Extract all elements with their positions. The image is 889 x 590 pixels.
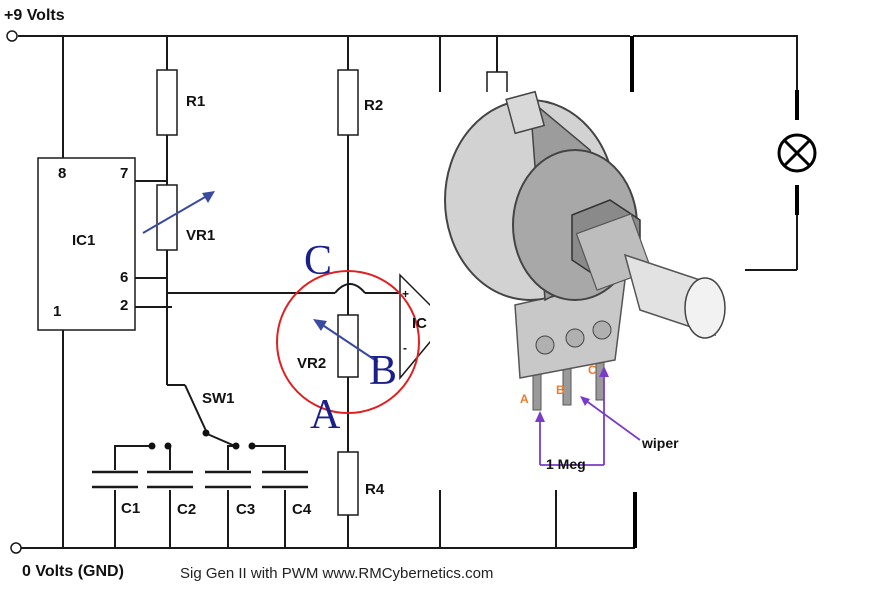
wiper-label: wiper [641,435,679,451]
c1-label: C1 [121,500,140,517]
pin-2-label: 2 [120,297,128,314]
sw1-label: SW1 [202,390,235,407]
r4-resistor [337,451,359,516]
vr2-resistor [337,314,359,378]
vr1-arrow [142,192,213,234]
annotation-c: C [304,238,332,284]
opamp-plus-label: + [402,287,409,301]
ic1-body [37,157,136,331]
vr2-highlight-circle [276,270,420,414]
thick-wire-segments [630,36,799,548]
ic1-label: IC1 [72,232,95,249]
pin-6-label: 6 [120,269,128,286]
pin-7-label: 7 [120,165,128,182]
potentiometer-illustration [430,90,726,490]
pin-8-label: 8 [58,165,66,182]
pin-1-label: 1 [53,303,61,320]
c3-label: C3 [236,501,255,518]
vr2-arrow [317,321,379,363]
r2-label: R2 [364,97,383,114]
switch-contacts [148,429,256,450]
vr1-resistor [156,184,178,251]
pot-pin-a-label: A [520,392,529,406]
supply-terminal-top [6,30,18,42]
resistance-label: 1 Meg [546,456,586,472]
c2-label: C2 [177,501,196,518]
c4-label: C4 [292,501,312,518]
supply-top-label: +9 Volts [4,7,65,24]
annotation-a: A [310,392,341,438]
supply-bottom-label: 0 Volts (GND) [22,563,124,580]
pot-pin-c-label: C [588,363,597,377]
annotation-b: B [369,348,397,394]
pot-pin-b-label: B [556,383,565,397]
opamp-minus-label: - [403,341,407,355]
supply-terminal-bottom [10,542,22,554]
c2-capacitor [147,470,193,489]
c3-capacitor [205,470,251,489]
lamp-icon [777,133,817,173]
caption: Sig Gen II with PWM www.RMCybernetics.co… [180,565,493,582]
vr1-label: VR1 [186,227,215,244]
r1-resistor [156,69,178,136]
r1-label: R1 [186,93,205,110]
vr2-label: VR2 [297,355,326,372]
c4-capacitor [262,470,308,489]
wires [18,35,798,549]
ic2-label: IC [412,315,427,332]
c1-capacitor [92,470,138,489]
resistance-arrows [539,372,641,466]
r2-resistor [337,69,359,136]
crossover-hump [334,283,366,294]
r4-label: R4 [365,481,385,498]
